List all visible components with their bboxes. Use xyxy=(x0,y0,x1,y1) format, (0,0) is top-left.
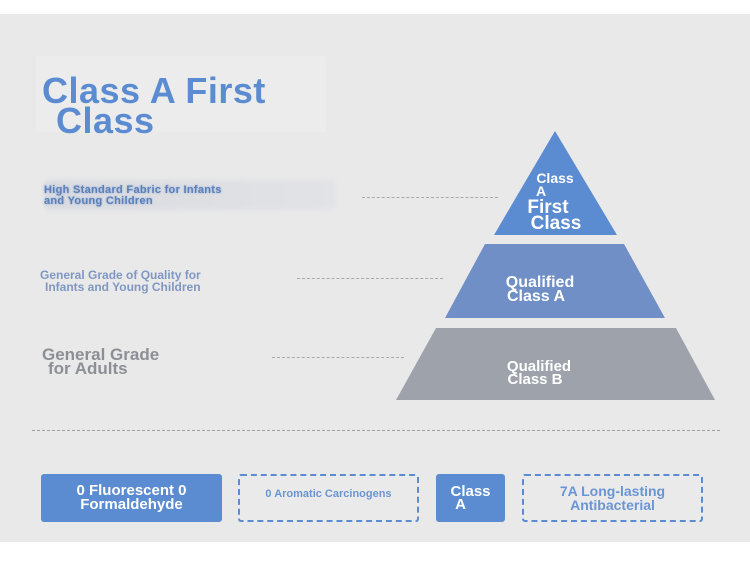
pyramid-top-line-4: Class xyxy=(530,213,582,234)
pyramid-bottom-text: Qualified Class B xyxy=(484,358,594,388)
tier-middle-label-line-2: Infants and Young Children xyxy=(45,280,201,294)
badge-4-line-1: 7A Long-lasting xyxy=(559,483,666,499)
badge-3-line-2: A xyxy=(455,496,466,513)
badge-2-line-1: 0 Aromatic Carcinogens xyxy=(265,488,392,500)
pyramid-top-line-1: Class xyxy=(536,170,574,186)
tier-bottom-label-line-1: General Grade xyxy=(42,345,160,364)
title-backdrop xyxy=(36,56,326,132)
pyramid-middle-line-1: Qualified xyxy=(505,274,575,291)
pyramid-top-line-2: A xyxy=(535,183,547,199)
pyramid-top-line-3: First xyxy=(527,197,569,218)
badge-fluorescent-formaldehyde: 0 Fluorescent 0 Formaldehyde xyxy=(41,474,222,522)
pyramid-bottom-line-1: Qualified xyxy=(506,358,572,375)
pyramid-bottom-line-2: Class B xyxy=(507,371,563,388)
badge-long-lasting-antibacterial: 7A Long-lasting Antibacterial xyxy=(522,474,703,522)
page-title: Class A First Class xyxy=(42,73,342,141)
pyramid-top-text: Class A xyxy=(505,170,605,199)
pyramid-middle-text: Qualified Class A xyxy=(485,274,595,305)
connector-middle xyxy=(297,278,443,279)
tier-bottom-label: General Grade for Adults xyxy=(42,345,252,378)
tier-top-label-line-1: High Standard Fabric for Infants xyxy=(44,184,222,196)
title-line-2: Class xyxy=(56,100,155,141)
badge-aromatic-carcinogens: 0 Aromatic Carcinogens xyxy=(238,474,419,522)
badge-4-line-2: Antibacterial xyxy=(570,497,655,513)
tier-top-label-backdrop xyxy=(44,180,336,210)
tier-top-label: High Standard Fabric for Infants and You… xyxy=(44,185,334,207)
connector-top xyxy=(362,197,498,198)
badge-1-line-1: 0 Fluorescent 0 xyxy=(76,482,187,499)
badge-3-line-1: Class xyxy=(450,483,491,500)
pyramid-middle-line-2: Class A xyxy=(506,288,566,305)
connector-bottom xyxy=(272,357,404,358)
tier-middle-label-line-1: General Grade of Quality for xyxy=(40,268,201,282)
badge-1-line-2: Formaldehyde xyxy=(80,496,183,513)
tier-middle-label: General Grade of Quality for Infants and… xyxy=(40,269,250,293)
tier-bottom-label-line-2: for Adults xyxy=(48,359,128,378)
tier-top-label-line-2: and Young Children xyxy=(44,195,153,207)
section-divider xyxy=(32,430,720,431)
pyramid-tier-bottom xyxy=(396,328,715,400)
pyramid-top-text-2: First Class xyxy=(505,197,605,234)
badge-class-a: Class A xyxy=(436,474,505,522)
pyramid-tier-top xyxy=(494,131,617,235)
title-line-1: Class A First xyxy=(42,70,266,111)
pyramid-tier-middle xyxy=(445,244,665,318)
